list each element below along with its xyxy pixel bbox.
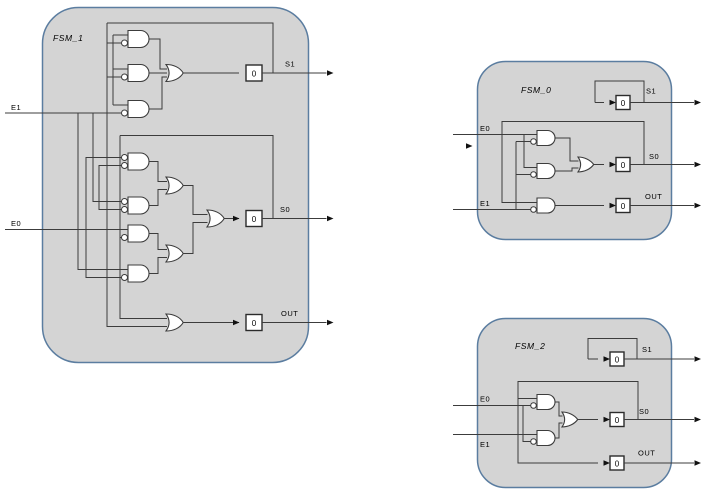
invert-bubble-icon (530, 171, 537, 178)
fsm1-s0-label: S0 (280, 205, 290, 214)
wire-s1-feedback (107, 22, 274, 73)
and-gate[interactable] (127, 224, 150, 243)
arrowhead-icon (694, 161, 701, 168)
wire (149, 161, 167, 182)
wire-bus (106, 23, 167, 327)
fsm0-title: FSM_0 (521, 85, 551, 95)
wire (555, 137, 579, 162)
register-value: 0 (621, 202, 626, 211)
arrowhead-icon (327, 70, 334, 76)
register-value: 0 (621, 99, 626, 108)
wire-bus (523, 134, 538, 168)
fsm0-s1-label: S1 (646, 87, 656, 96)
fsm2-body[interactable] (476, 317, 673, 489)
register-value: 0 (615, 460, 620, 469)
wire (555, 401, 563, 417)
invert-bubble-icon (121, 39, 128, 47)
fsm1-e1-label: E1 (11, 103, 21, 112)
fsm0-out-label: OUT (645, 192, 662, 201)
wire (555, 167, 579, 172)
and-gate[interactable] (127, 63, 150, 83)
and-gate[interactable] (127, 196, 150, 215)
register-value: 0 (252, 70, 257, 79)
wire-bus (522, 405, 531, 442)
register-value: 0 (615, 356, 620, 365)
and-gate[interactable] (536, 162, 556, 180)
fsm0-s0-label: S0 (649, 152, 659, 161)
arrowhead-icon (327, 319, 334, 326)
register-value: 0 (615, 416, 620, 425)
and-gate[interactable] (127, 264, 150, 283)
wire (149, 189, 167, 206)
and-gate[interactable] (536, 197, 556, 214)
wire-bus (98, 165, 122, 210)
fsm2-s1-label: S1 (642, 345, 652, 354)
wire-bus (85, 157, 122, 278)
wire (149, 76, 167, 110)
and-gate[interactable] (536, 129, 556, 147)
wire-bus (77, 113, 128, 270)
wire-s1-loop (594, 80, 645, 103)
invert-bubble-icon (121, 206, 128, 213)
invert-bubble-icon (530, 438, 537, 445)
invert-bubble-icon (121, 234, 128, 241)
invert-bubble-icon (121, 162, 128, 169)
wire (149, 233, 167, 250)
invert-bubble-icon (121, 198, 128, 205)
arrowhead-icon (694, 202, 701, 209)
fsm2-s0-label: S0 (639, 407, 649, 416)
invert-bubble-icon (121, 154, 128, 161)
fsm1-e0-label: E0 (11, 219, 21, 228)
wire-s0-feedback (120, 135, 274, 219)
invert-bubble-icon (121, 274, 128, 281)
wire-bus (119, 135, 167, 319)
wire-bus (92, 113, 122, 202)
invert-bubble-icon (121, 109, 128, 117)
wire-s0-feedback (517, 381, 639, 464)
fsm2-title: FSM_2 (515, 341, 545, 351)
fsm1-block[interactable]: FSM_1 E1 E0 (5, 6, 473, 364)
and-gate[interactable] (536, 393, 556, 411)
and-gate[interactable] (127, 99, 150, 119)
fsm0-body[interactable] (476, 60, 673, 241)
invert-bubble-icon (530, 138, 537, 145)
fsm1-title: FSM_1 (53, 33, 83, 43)
fsm0-block[interactable]: FSM_0 0 S1 E0 E1 0 (453, 60, 701, 241)
arrowhead-icon (327, 215, 334, 222)
wire (555, 422, 563, 439)
fsm0-e0-label: E0 (480, 124, 490, 133)
and-gate[interactable] (127, 152, 150, 171)
fsm1-s1-label: S1 (285, 60, 295, 69)
fsm2-block[interactable]: FSM_2 0 S1 E0 E1 0 S0 (453, 317, 701, 489)
wire (183, 222, 208, 254)
invert-bubble-icon (121, 73, 128, 81)
register-value: 0 (252, 319, 257, 328)
register-value: 0 (252, 215, 257, 224)
invert-bubble-icon (530, 206, 537, 213)
wire (149, 38, 167, 70)
arrowhead-icon (694, 356, 701, 362)
wire (149, 257, 167, 274)
fsm0-e1-label: E1 (480, 199, 490, 208)
wire-s0-feedback (501, 121, 645, 203)
wire-s1-loop (587, 338, 638, 359)
fsm2-out-label: OUT (638, 449, 655, 458)
fsm1-out-label: OUT (281, 309, 298, 318)
arrowhead-icon (466, 143, 473, 149)
register-value: 0 (621, 161, 626, 170)
and-gate[interactable] (127, 29, 150, 49)
wire (183, 185, 208, 215)
and-gate[interactable] (536, 429, 556, 447)
arrowhead-icon (694, 460, 701, 466)
arrowhead-icon (694, 416, 701, 423)
invert-bubble-icon (530, 402, 537, 409)
arrowhead-icon (694, 99, 701, 106)
fsm2-e1-label: E1 (480, 440, 490, 449)
fsm2-e0-label: E0 (480, 395, 490, 404)
